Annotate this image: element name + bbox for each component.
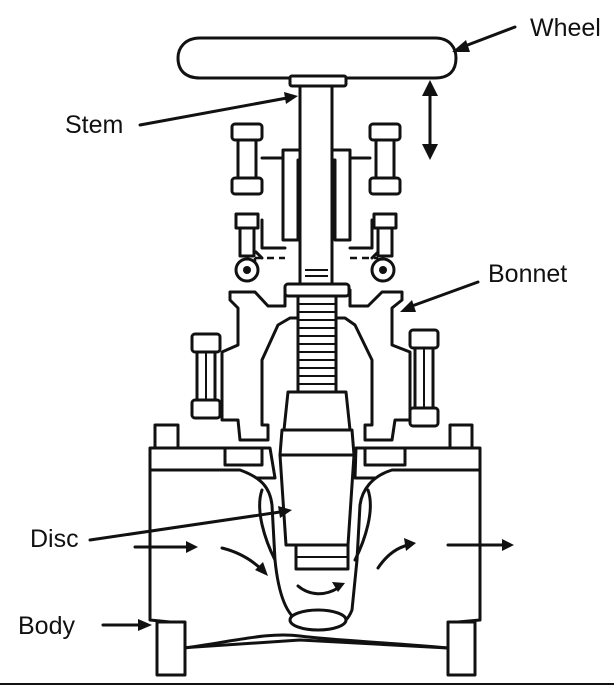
label-bonnet: Bonnet — [400, 260, 567, 312]
disc — [278, 390, 356, 571]
valve-body — [148, 423, 482, 677]
motion-double-arrow — [422, 80, 438, 160]
label-body: Body — [18, 612, 152, 640]
body-label: Body — [18, 612, 75, 640]
yoke — [230, 122, 402, 283]
stem-threads — [298, 303, 336, 385]
bonnet-label: Bonnet — [488, 260, 567, 288]
wheel-label: Wheel — [530, 14, 601, 42]
label-stem: Stem — [65, 92, 298, 139]
label-wheel: Wheel — [452, 14, 601, 52]
label-disc: Disc — [30, 506, 292, 553]
flow-arrows — [133, 538, 514, 596]
disc-label: Disc — [30, 525, 79, 553]
bonnet — [176, 256, 452, 450]
stem-label: Stem — [65, 111, 123, 139]
handwheel — [176, 36, 458, 88]
